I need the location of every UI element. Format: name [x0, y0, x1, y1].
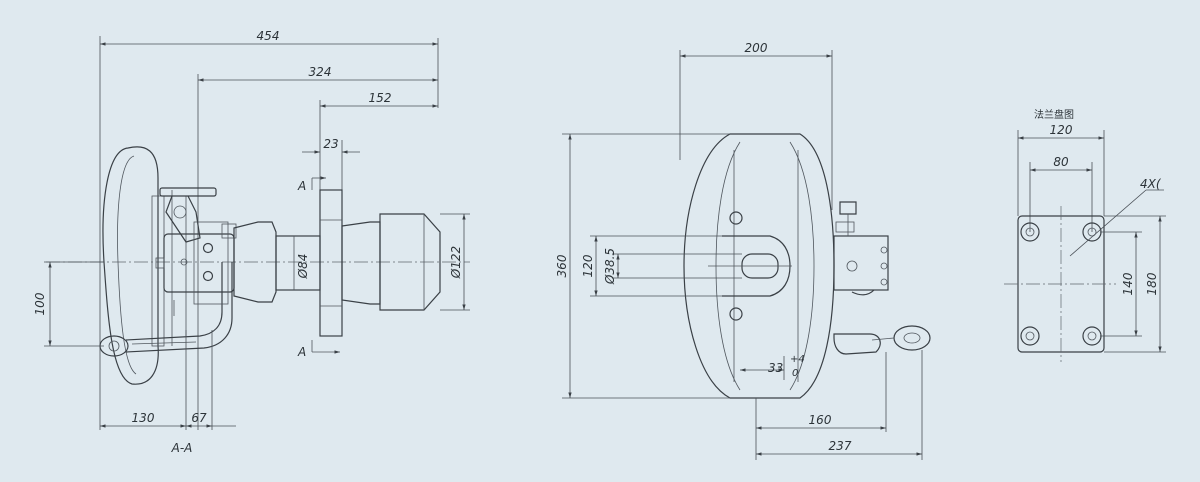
dimension-160-237: 160 237: [755, 350, 923, 460]
top-handle: [159, 187, 217, 243]
section-mark-upper: A: [297, 176, 326, 193]
side-gearbox: [833, 201, 889, 296]
dimension-200: 200: [679, 41, 833, 210]
dim-120-mid-text: 120: [581, 254, 595, 277]
dimension-80-flange: 80: [1029, 155, 1093, 232]
dimension-454: 454: [99, 29, 439, 430]
dim-130-text: 130: [132, 411, 155, 425]
dim-67-text: 67: [191, 411, 207, 425]
dimension-140-flange: 140: [1100, 231, 1142, 337]
dimension-33: 33 +4 0: [740, 354, 805, 380]
middle-view: 200: [555, 41, 931, 460]
dim-23-text: 23: [323, 137, 338, 151]
dim-160-text: 160: [809, 413, 832, 427]
handwheel-body: [102, 146, 187, 385]
dim-360-text: 360: [555, 254, 569, 277]
dim-80-flange-text: 80: [1053, 155, 1069, 169]
crank-handle: [833, 325, 931, 355]
flange-plate: [319, 189, 343, 337]
dim-33-tol-lower: 0: [792, 368, 798, 379]
dimension-130-67: 130 67: [100, 330, 236, 430]
dim-100-text: 100: [33, 292, 47, 315]
dim-120-flange-text: 120: [1050, 123, 1073, 137]
dim-180-flange-text: 180: [1145, 272, 1159, 295]
section-letter-lower: A: [297, 345, 306, 359]
dimension-120-mid: 120: [581, 235, 722, 297]
dim-33-text: 33: [768, 361, 783, 375]
cylinder-body: Ø122: [341, 213, 470, 311]
dim-152-text: 152: [369, 91, 392, 105]
section-mark-lower: A: [297, 340, 340, 359]
dimension-152: 152: [319, 91, 438, 300]
dim-d122-text: Ø122: [449, 246, 463, 279]
dimension-120-flange: 120: [1017, 123, 1105, 216]
holes-leader: 4X(: [1069, 177, 1164, 257]
gearbox: [155, 221, 237, 316]
lever-arm: [99, 262, 233, 357]
dim-454-text: 454: [257, 29, 280, 43]
dimension-324: 324: [197, 65, 438, 430]
dimension-180-flange: 180: [1104, 215, 1166, 353]
dimension-360: 360: [555, 133, 730, 399]
left-view: 454 324 152 23 A A: [33, 29, 470, 455]
dimension-100: 100: [33, 261, 104, 347]
holes-note-text: 4X(: [1140, 177, 1162, 191]
dim-d38-5-text: Ø38.5: [603, 248, 617, 285]
dim-d84-text: Ø84: [296, 254, 310, 280]
dim-237-text: 237: [829, 439, 852, 453]
dim-140-flange-text: 140: [1121, 272, 1135, 295]
dim-33-tol-upper: +4: [790, 354, 805, 365]
dimension-23: 23: [302, 137, 360, 190]
section-letter-upper: A: [297, 179, 306, 193]
shaft-housing: Ø84: [233, 221, 321, 303]
dim-324-text: 324: [309, 65, 332, 79]
dim-200-text: 200: [745, 41, 768, 55]
right-view-flange: 法兰盘图 120 80 4X(: [1004, 108, 1166, 362]
center-hub: [708, 235, 792, 297]
dimension-d38-5: Ø38.5: [603, 248, 742, 285]
section-title: A-A: [171, 441, 193, 455]
flange-view-title: 法兰盘图: [1034, 108, 1074, 121]
